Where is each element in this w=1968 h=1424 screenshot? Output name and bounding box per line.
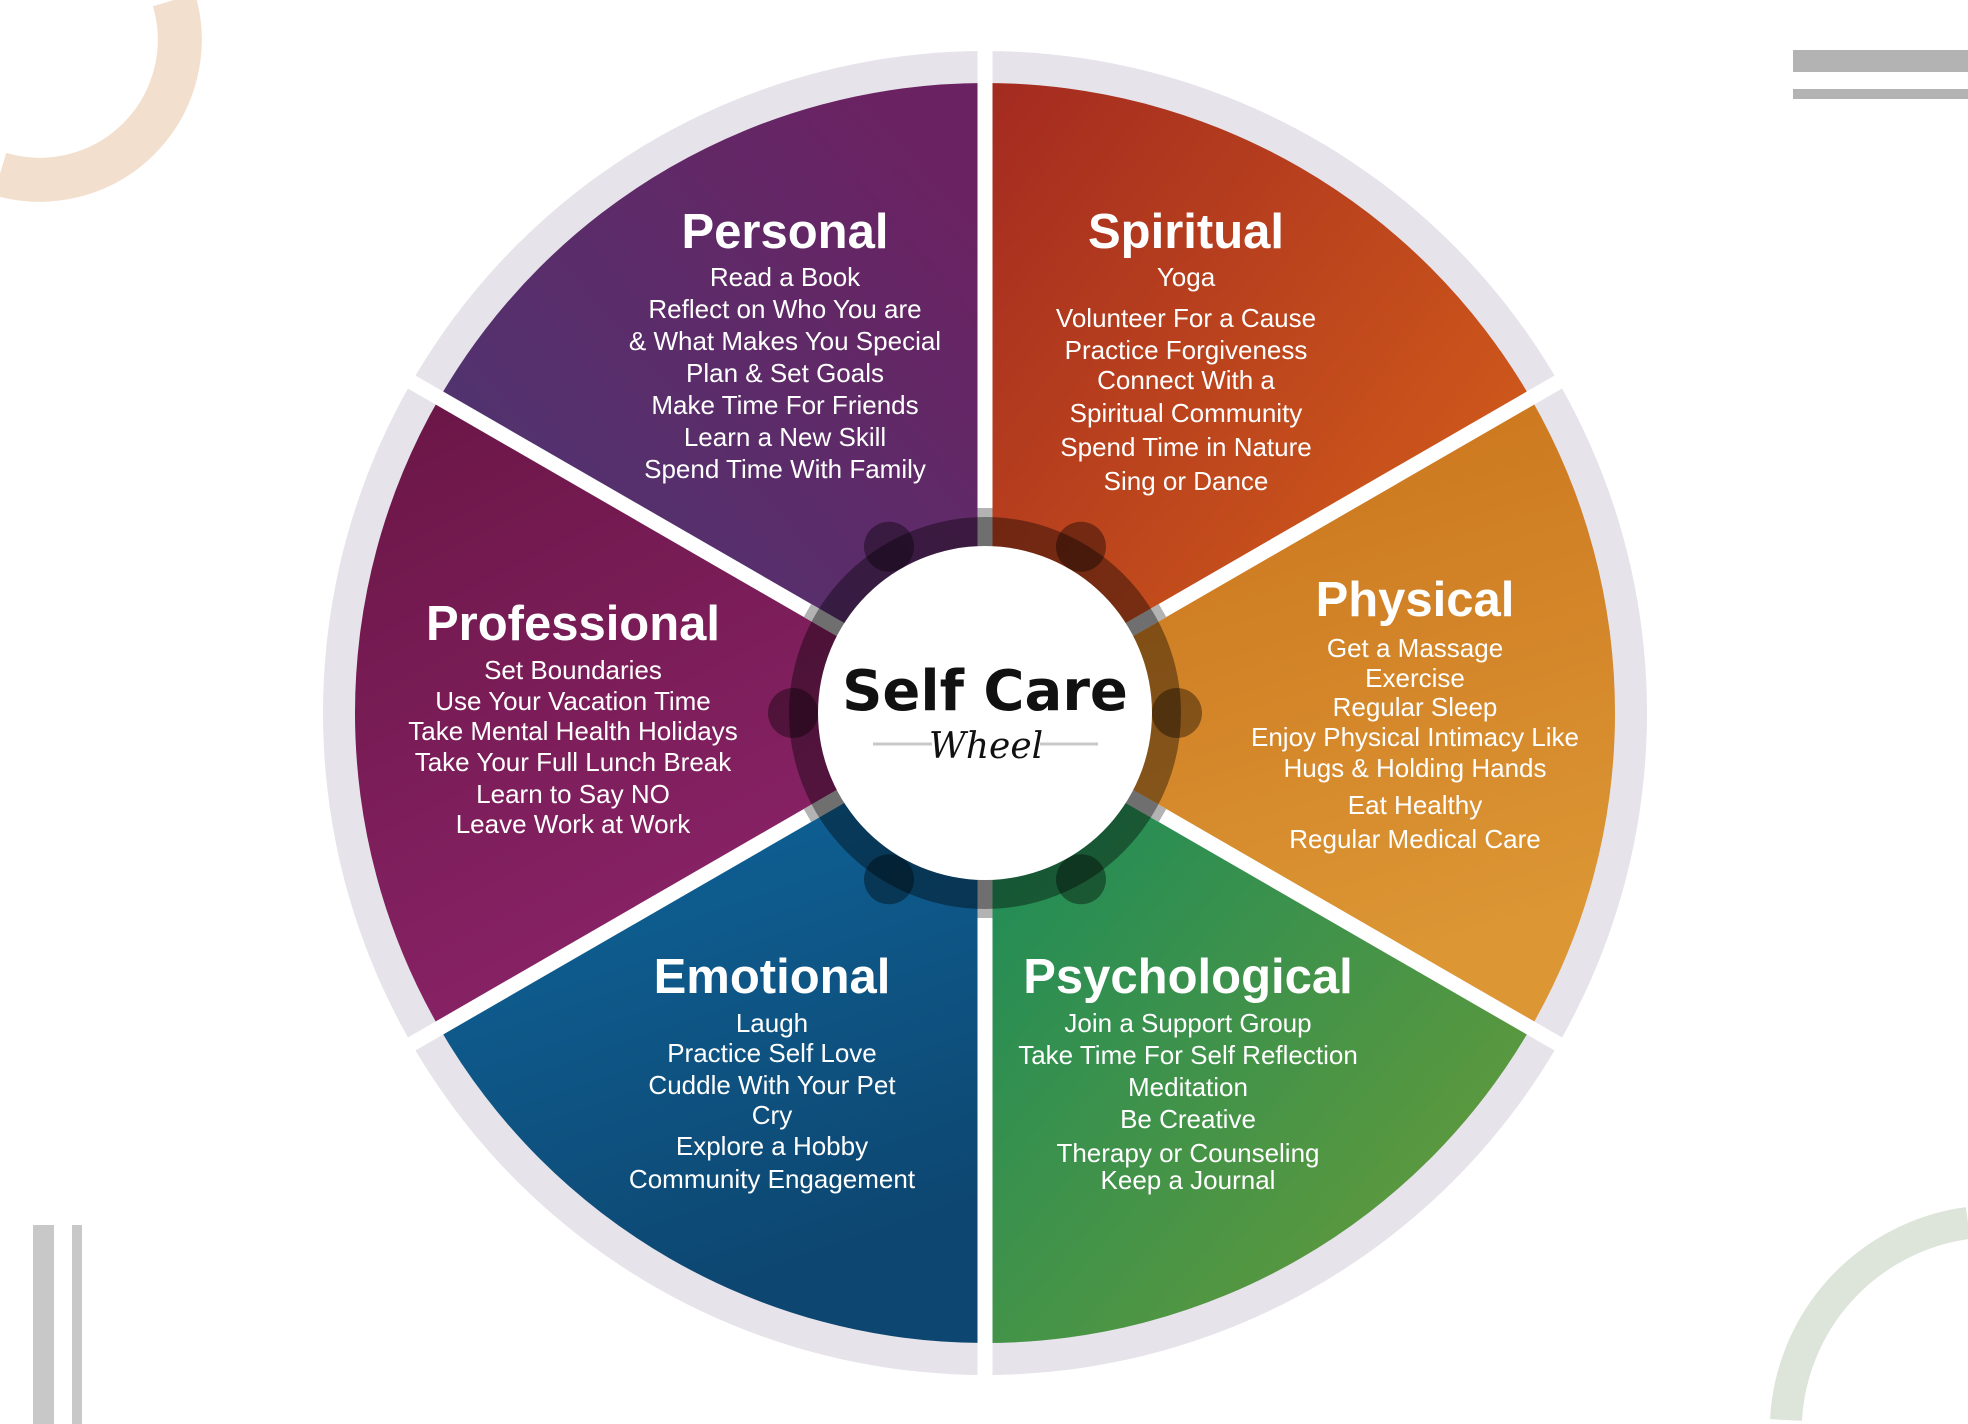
segment-item: Leave Work at Work	[456, 809, 692, 839]
decorative-bar	[33, 1225, 54, 1424]
segment-item: Make Time For Friends	[651, 390, 918, 420]
center-title: Self Care	[842, 659, 1128, 724]
segment-item: Volunteer For a Cause	[1056, 303, 1316, 333]
decorative-bar	[1793, 50, 1968, 72]
segment-item: Sing or Dance	[1104, 466, 1269, 496]
segment-item: Cuddle With Your Pet	[648, 1070, 896, 1100]
center-subtitle: Wheel	[929, 726, 1043, 767]
segment-item: Learn to Say NO	[476, 779, 670, 809]
segment-item: Regular Sleep	[1333, 692, 1498, 722]
segment-item: Join a Support Group	[1064, 1008, 1311, 1038]
segment-item: Enjoy Physical Intimacy Like	[1251, 722, 1579, 752]
hub-ring	[789, 517, 1181, 909]
decorative-bar	[72, 1225, 82, 1424]
segment-item: Get a Massage	[1327, 633, 1503, 663]
segment-item: Spiritual Community	[1070, 398, 1303, 428]
segment-item: Be Creative	[1120, 1104, 1256, 1134]
segment-item: Keep a Journal	[1101, 1165, 1276, 1195]
sector-personal	[439, 83, 985, 713]
hub-knob	[1056, 854, 1106, 905]
segment-item: Meditation	[1128, 1072, 1248, 1102]
segment-item: Reflect on Who You are	[648, 294, 921, 324]
segment-item: Practice Self Love	[667, 1038, 877, 1068]
segment-item: Cry	[752, 1100, 792, 1130]
segment-item: & What Makes You Special	[629, 326, 941, 356]
segment-item: Eat Healthy	[1348, 790, 1482, 820]
sector-spiritual	[985, 83, 1531, 713]
decorative-bar	[1793, 89, 1968, 99]
hub-knob	[864, 521, 914, 572]
segment-item: Take Your Full Lunch Break	[415, 747, 733, 777]
decorative-arc-top-left	[0, 0, 202, 202]
segment-title: Professional	[426, 597, 720, 651]
segment-item: Set Boundaries	[484, 655, 662, 685]
segment-item: Spend Time in Nature	[1060, 432, 1311, 462]
hub-knob	[1056, 521, 1106, 572]
segment-item: Therapy or Counseling	[1056, 1138, 1319, 1168]
segment-title: Personal	[682, 205, 889, 259]
segment-title: Spiritual	[1088, 205, 1284, 259]
hub-knob	[1152, 688, 1202, 738]
hub-knob	[768, 688, 818, 738]
segment-item: Connect With a	[1097, 365, 1275, 395]
segment-title: Physical	[1316, 573, 1515, 627]
segment-title: Psychological	[1023, 950, 1353, 1004]
segment-item: Read a Book	[710, 262, 861, 292]
segment-item: Use Your Vacation Time	[435, 686, 711, 716]
segment-item: Learn a New Skill	[684, 422, 886, 452]
segment-item: Plan & Set Goals	[686, 358, 884, 388]
segment-item: Exercise	[1365, 663, 1465, 693]
segment-item: Hugs & Holding Hands	[1283, 753, 1546, 783]
segment-item: Take Time For Self Reflection	[1018, 1040, 1358, 1070]
segment-item: Practice Forgiveness	[1065, 335, 1308, 365]
sector-psychological	[985, 713, 1531, 1343]
sector-emotional	[439, 713, 985, 1343]
segment-item: Laugh	[736, 1008, 808, 1038]
segment-item: Spend Time With Family	[644, 454, 926, 484]
segment-item: Community Engagement	[629, 1164, 916, 1194]
sector-professional	[355, 398, 985, 1028]
segment-item: Yoga	[1157, 262, 1216, 292]
segment-item: Explore a Hobby	[676, 1131, 868, 1161]
center-label: Self Care Wheel	[842, 659, 1128, 767]
segment-item: Take Mental Health Holidays	[408, 716, 738, 746]
segment-item: Regular Medical Care	[1289, 824, 1540, 854]
center-circle	[818, 546, 1152, 880]
decorative-arc-bottom-right	[1770, 1207, 1968, 1422]
hub-knob	[864, 854, 914, 905]
sector-physical	[985, 398, 1615, 1028]
segment-title: Emotional	[654, 950, 891, 1004]
